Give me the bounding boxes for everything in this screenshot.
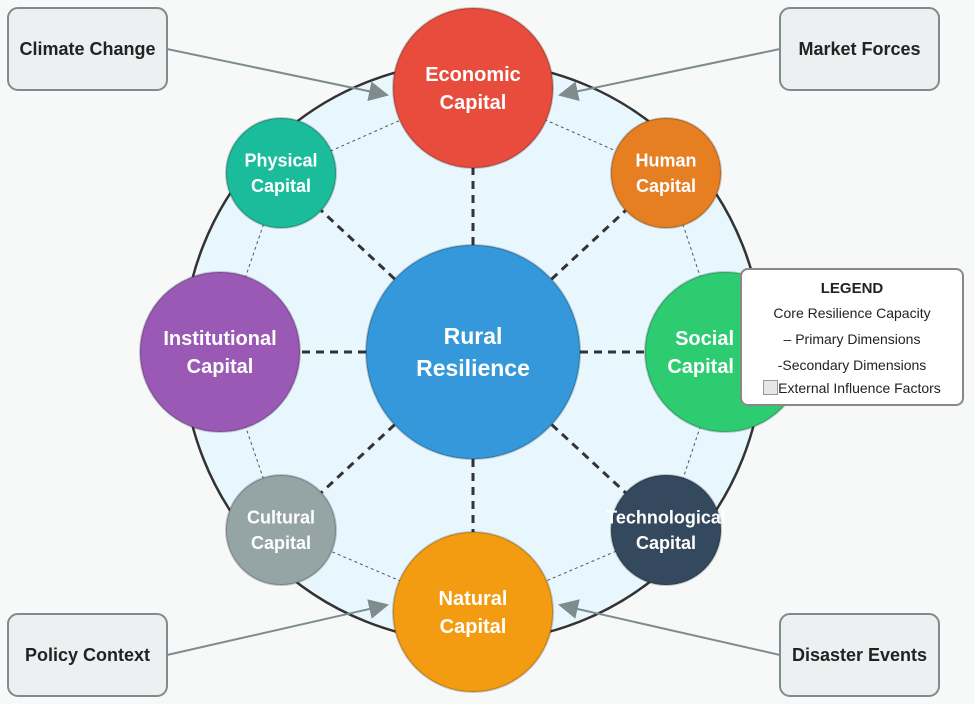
node-label: Capital xyxy=(440,616,507,638)
external-factor: Climate Change xyxy=(7,7,389,102)
legend-primary: – Primary Dimensions xyxy=(783,331,921,347)
external-label: Disaster Events xyxy=(792,645,927,665)
node-label: Economic xyxy=(425,64,521,86)
economic-capital-node-circle xyxy=(392,7,554,169)
primary-link xyxy=(550,423,627,494)
node-label: Cultural xyxy=(247,508,315,528)
node-label: Social xyxy=(675,328,734,350)
center-rural-resilience-circle xyxy=(365,244,581,460)
node-label: Capital xyxy=(251,176,311,196)
influence-arrow xyxy=(166,599,389,656)
legend-secondary: -Secondary Dimensions xyxy=(777,357,927,373)
human-capital-node-circle xyxy=(610,117,722,229)
external-box xyxy=(7,7,168,91)
node-label: Resilience xyxy=(416,355,530,381)
influence-arrow xyxy=(558,599,781,656)
external-box xyxy=(779,7,940,91)
primary-link xyxy=(320,423,396,494)
influence-arrow xyxy=(166,48,389,102)
node-label: Institutional xyxy=(163,328,276,350)
legend: LEGEND Core Resilience Capacity – Primar… xyxy=(740,268,964,406)
physical-capital-node-circle xyxy=(225,117,337,229)
external-factor: Policy Context xyxy=(7,599,389,697)
external-factor: Disaster Events xyxy=(558,599,940,697)
primary-link xyxy=(550,209,627,281)
external-box xyxy=(779,613,940,697)
institutional-capital-node-circle xyxy=(139,271,301,433)
legend-title: LEGEND xyxy=(820,280,884,297)
external-factor: Market Forces xyxy=(558,7,940,102)
external-label: Policy Context xyxy=(25,645,150,665)
node-label: Capital xyxy=(667,356,734,378)
node-label: Capital xyxy=(187,356,254,378)
node-label: Natural xyxy=(439,588,508,610)
node-label: Capital xyxy=(636,176,696,196)
secondary-link xyxy=(280,529,474,613)
node-label: Human xyxy=(635,151,696,171)
node-label: Capital xyxy=(440,92,507,114)
node-label: Capital xyxy=(251,533,311,553)
external-label: Climate Change xyxy=(19,39,155,59)
cultural-capital-node-circle xyxy=(225,474,337,586)
influence-arrow xyxy=(558,48,781,102)
natural-capital-node-circle xyxy=(392,531,554,693)
legend-primary-label: Primary Dimensions xyxy=(795,331,921,347)
technological-capital-node-circle xyxy=(610,474,722,586)
node-label: Rural xyxy=(444,323,503,349)
node-label: Capital xyxy=(636,533,696,553)
legend-core: Core Resilience Capacity xyxy=(773,305,931,321)
legend-external: External Influence Factors xyxy=(742,378,962,398)
legend-external-label: External Influence Factors xyxy=(778,380,941,396)
node-label: Physical xyxy=(244,151,317,171)
external-swatch xyxy=(763,380,779,395)
node-label: Technological xyxy=(606,508,726,528)
primary-link xyxy=(320,209,396,281)
external-box xyxy=(7,613,168,697)
external-label: Market Forces xyxy=(798,39,920,59)
